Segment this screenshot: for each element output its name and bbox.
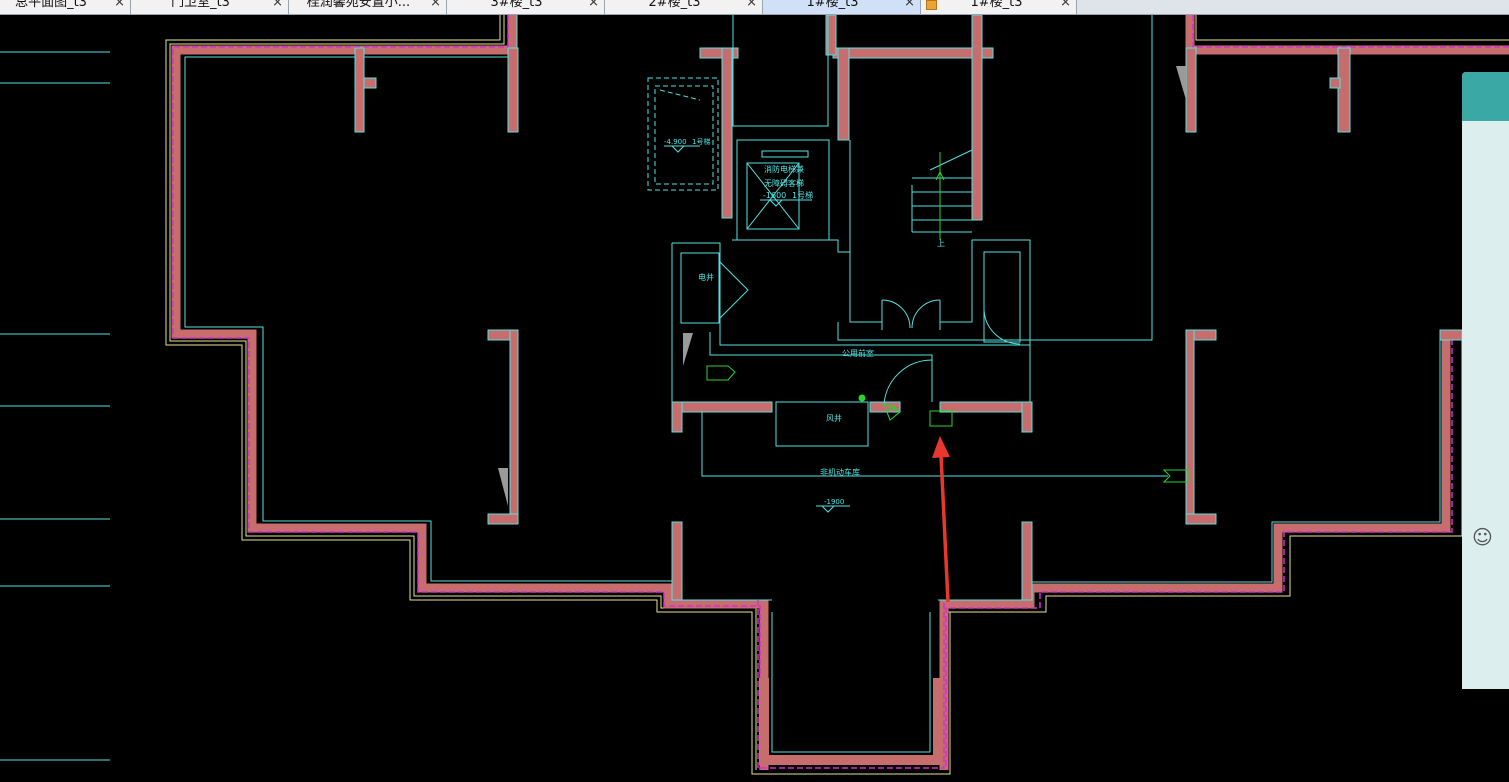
floor-level-label: -1900 bbox=[824, 498, 844, 506]
elevator-label-2: 无障碍客梯 bbox=[764, 178, 804, 188]
side-assistant-panel: ☺ bbox=[1462, 72, 1509, 689]
close-icon[interactable]: × bbox=[588, 0, 599, 10]
smiley-icon[interactable]: ☺ bbox=[1472, 525, 1493, 549]
red-annotation-arrow bbox=[932, 436, 950, 603]
fire-equipment-symbols bbox=[706, 152, 1189, 483]
close-icon[interactable]: × bbox=[272, 0, 283, 10]
tab-building-2[interactable]: 2#楼_t3 × bbox=[605, 0, 763, 14]
document-tab-bar: 总平面图_t3 × 门卫室_t3 × 桂润馨苑安置小... × 3#楼_t3 ×… bbox=[0, 0, 1509, 15]
side-panel-header bbox=[1462, 72, 1509, 121]
room-labels: 消防电梯兼 无障碍客梯 -1600 1号梯 -4.900 1号梯 电井 公用前室… bbox=[664, 137, 945, 506]
public-corridor-label: 公用前室 bbox=[842, 348, 874, 358]
cad-drawing-canvas[interactable]: 消防电梯兼 无障碍客梯 -1600 1号梯 -4.900 1号梯 电井 公用前室… bbox=[0, 15, 1509, 782]
file-icon bbox=[926, 0, 937, 10]
shaft-level-label: -4.900 bbox=[664, 138, 687, 146]
shaft-dashed-box bbox=[647, 77, 719, 191]
tab-building-1-file[interactable]: 1#楼_t3 × bbox=[921, 0, 1077, 14]
doors bbox=[719, 261, 1021, 405]
tab-label: 1#楼_t3 bbox=[970, 0, 1023, 10]
tab-site-plan[interactable]: 总平面图_t3 × bbox=[0, 0, 131, 14]
stair-up-label: 上 bbox=[937, 239, 945, 248]
elevator-label-1: 消防电梯兼 bbox=[764, 164, 804, 174]
tab-label: 2#楼_t3 bbox=[648, 0, 701, 10]
garage-corridor-label: 非机动车库 bbox=[820, 467, 860, 477]
close-icon[interactable]: × bbox=[430, 0, 441, 10]
close-icon[interactable]: × bbox=[114, 0, 125, 10]
close-icon[interactable]: × bbox=[904, 0, 915, 10]
elevator-tag-label: 1号梯 bbox=[792, 190, 813, 200]
green-node-marker bbox=[858, 394, 866, 402]
el-tag-label: EL bbox=[889, 404, 897, 412]
core-linework bbox=[671, 15, 1168, 477]
tab-gatehouse[interactable]: 门卫室_t3 × bbox=[131, 0, 289, 14]
tab-resettlement-community[interactable]: 桂润馨苑安置小... × bbox=[289, 0, 447, 14]
tab-building-1-active[interactable]: 1#楼_t3 × bbox=[763, 0, 921, 14]
close-icon[interactable]: × bbox=[746, 0, 757, 10]
left-reference-lines bbox=[0, 51, 110, 761]
tab-label: 总平面图_t3 bbox=[15, 0, 87, 10]
elevator-level-label: -1600 bbox=[763, 191, 786, 200]
bottom-bay-wall bbox=[751, 600, 951, 775]
air-shaft-label: 风井 bbox=[826, 413, 842, 423]
grey-details bbox=[498, 66, 1186, 506]
electric-well-label: 电井 bbox=[698, 272, 714, 282]
level-markers bbox=[664, 145, 850, 513]
drawing-background bbox=[0, 15, 1509, 782]
tab-label: 1#楼_t3 bbox=[806, 0, 859, 10]
shaft-tag-label: 1号梯 bbox=[692, 137, 710, 146]
tab-label: 3#楼_t3 bbox=[490, 0, 543, 10]
tab-label: 门卫室_t3 bbox=[171, 0, 230, 10]
tab-label: 桂润馨苑安置小... bbox=[306, 0, 411, 10]
tab-building-3[interactable]: 3#楼_t3 × bbox=[447, 0, 605, 14]
close-icon[interactable]: × bbox=[1060, 0, 1071, 10]
